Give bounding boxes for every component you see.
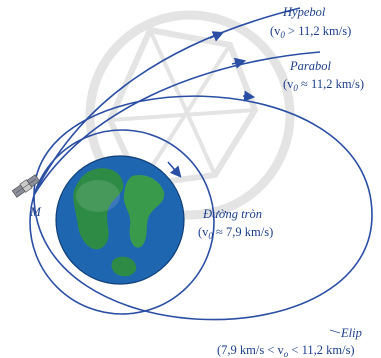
circular-orbit-arrow <box>167 161 182 178</box>
ellipse-name: Elip <box>340 326 362 340</box>
hyperbola-orbit <box>33 7 301 196</box>
parabola-condition: (v0 ≈ 11,2 km/s) <box>283 77 364 93</box>
hyperbola-name: Hypebol <box>282 5 326 19</box>
point-m-label: M <box>29 204 42 219</box>
parabola-name: Parabol <box>289 59 332 73</box>
circular-condition: (v0 ≈ 7,9 km/s) <box>198 225 273 241</box>
ellipse-condition: (7,9 km/s < vo < 11,2 km/s) <box>217 343 355 358</box>
ellipse-leader-line <box>329 329 341 334</box>
hyperbola-arrow <box>209 31 225 42</box>
parabola-arrow <box>231 57 247 69</box>
circular-name: Đường tròn <box>202 207 262 221</box>
parabola-orbit <box>33 51 321 196</box>
circular-orbit <box>29 129 215 315</box>
ellipse-orbit-arrow <box>242 90 256 102</box>
hyperbola-condition: (v0 > 11,2 km/s) <box>270 24 351 40</box>
ellipse-orbit <box>33 95 373 321</box>
satellite-icon <box>11 174 41 198</box>
earth-globe-icon <box>55 155 185 285</box>
